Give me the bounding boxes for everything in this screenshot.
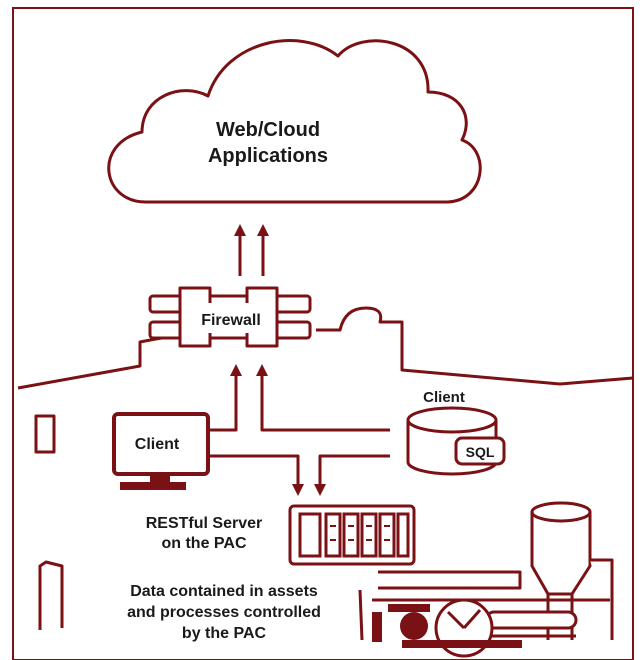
- machine-frame: [358, 589, 364, 641]
- cloud-label-line1: Web/Cloud: [216, 119, 320, 141]
- cloud-shape: [107, 39, 482, 204]
- firewall-label: Firewall: [201, 312, 261, 329]
- silo-tank: [530, 512, 592, 596]
- cloud-label-line2: Applications: [208, 145, 328, 167]
- firewall-block: [148, 286, 312, 348]
- client-pc: [112, 412, 210, 490]
- client-database: [406, 406, 506, 476]
- server-inbound-arrows: [208, 454, 390, 496]
- sql-badge: [454, 436, 506, 466]
- data-caption-line1: Data contained in assets: [130, 583, 318, 600]
- server-label-line1: RESTful Server: [146, 515, 262, 532]
- restful-server: [288, 504, 416, 566]
- pc-to-firewall-arrow: [208, 364, 242, 432]
- sql-badge-label: SQL: [466, 444, 495, 460]
- client-pc-label: Client: [135, 436, 180, 453]
- uplink-arrows: [234, 224, 269, 276]
- conveyor-belt: [484, 610, 578, 630]
- client-db-label: Client: [423, 389, 465, 406]
- silo-top: [530, 501, 592, 523]
- server-card-ticks: [330, 525, 390, 541]
- pressure-gauge-small: [400, 612, 428, 640]
- db-to-server-arrow: [314, 454, 390, 496]
- pc-to-server-arrow: [208, 454, 304, 496]
- industrial-equipment-fills: [372, 604, 522, 648]
- db-to-firewall-arrow: [256, 364, 390, 432]
- firewall-inbound-arrows: [208, 364, 390, 432]
- building-window: [34, 414, 56, 454]
- data-caption-line2: and processes controlled: [127, 604, 321, 621]
- server-label-line2: on the PAC: [161, 535, 246, 552]
- data-caption-line3: by the PAC: [182, 625, 267, 642]
